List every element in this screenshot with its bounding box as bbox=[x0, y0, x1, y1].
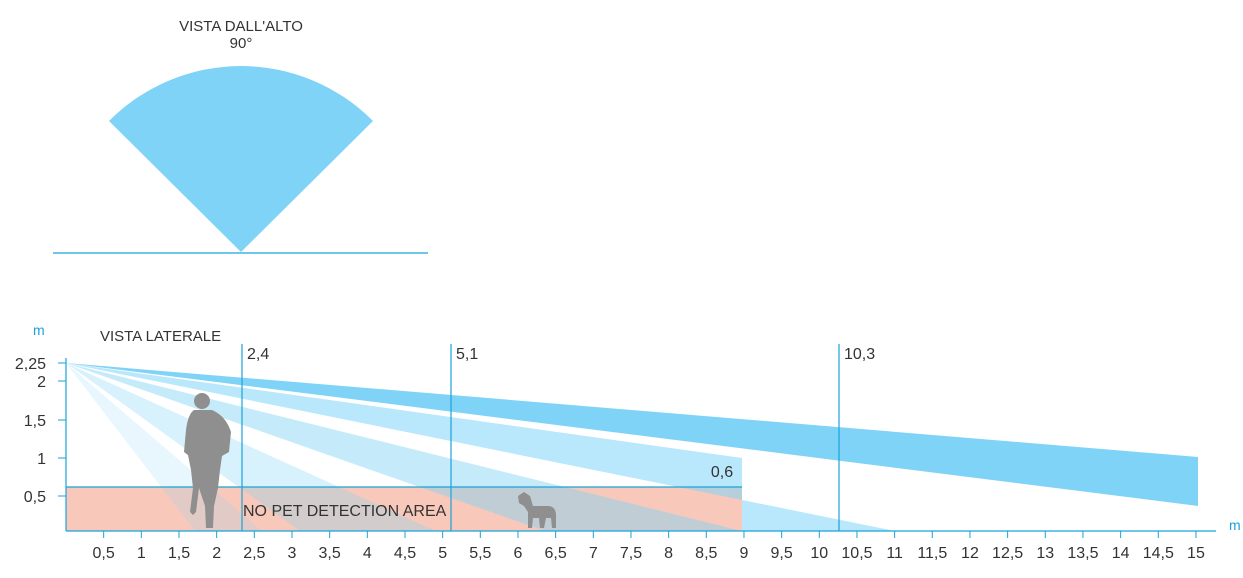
x-tick-label: 10,5 bbox=[841, 545, 872, 562]
x-tick-label: 1,5 bbox=[168, 545, 190, 562]
side-view-title: VISTA LATERALE bbox=[100, 328, 221, 345]
x-tick-label: 2 bbox=[212, 545, 221, 562]
x-tick-label: 8,5 bbox=[695, 545, 717, 562]
x-tick-label: 4 bbox=[363, 545, 372, 562]
y-ticks bbox=[58, 362, 66, 497]
x-tick-label: 0,5 bbox=[93, 545, 115, 562]
y-tick-label: 2 bbox=[37, 374, 46, 391]
x-tick-label: 7,5 bbox=[620, 545, 642, 562]
x-tick-label: 10 bbox=[810, 545, 828, 562]
x-tick-label: 8 bbox=[664, 545, 673, 562]
x-tick-label: 14,5 bbox=[1143, 545, 1174, 562]
x-tick-label: 13 bbox=[1036, 545, 1054, 562]
x-tick-label: 12,5 bbox=[992, 545, 1023, 562]
x-tick-label: 13,5 bbox=[1067, 545, 1098, 562]
dog-silhouette bbox=[518, 492, 556, 528]
beam-5 bbox=[66, 363, 1198, 506]
top-view-angle: 90° bbox=[230, 35, 253, 52]
x-tick-label: 3 bbox=[288, 545, 297, 562]
x-tick-label: 6,5 bbox=[545, 545, 567, 562]
x-tick-label: 3,5 bbox=[319, 545, 341, 562]
x-tick-label: 15 bbox=[1187, 545, 1205, 562]
beam-4 bbox=[66, 363, 895, 531]
y-tick-label: 2,25 bbox=[15, 356, 46, 373]
y-unit-label: m bbox=[33, 322, 45, 338]
marker-label-10-3: 10,3 bbox=[844, 346, 875, 363]
pet-height-label: 0,6 bbox=[711, 464, 733, 481]
top-view-coverage-fan bbox=[109, 66, 373, 252]
beam-2 bbox=[66, 363, 436, 531]
marker-label-2-4: 2,4 bbox=[247, 346, 269, 363]
x-tick-label: 11,5 bbox=[917, 545, 947, 562]
x-tick-label: 2,5 bbox=[243, 545, 265, 562]
x-tick-label: 12 bbox=[961, 545, 979, 562]
y-tick-label: 1 bbox=[37, 451, 46, 468]
person-silhouette bbox=[184, 393, 231, 528]
x-tick-label: 11 bbox=[886, 545, 903, 562]
x-tick-label: 5 bbox=[438, 545, 447, 562]
no-pet-detection-label: NO PET DETECTION AREA bbox=[243, 503, 447, 520]
x-unit-label: m bbox=[1229, 517, 1241, 533]
x-tick-label: 4,5 bbox=[394, 545, 416, 562]
marker-label-5-1: 5,1 bbox=[456, 346, 478, 363]
no-pet-zone bbox=[66, 487, 742, 531]
beam-3 bbox=[66, 363, 742, 531]
y-tick-label: 1,5 bbox=[24, 413, 46, 430]
top-view-title: VISTA DALL'ALTO bbox=[179, 18, 303, 35]
x-tick-label: 6 bbox=[514, 545, 523, 562]
y-tick-label: 0,5 bbox=[24, 489, 46, 506]
x-tick-label: 7 bbox=[589, 545, 598, 562]
x-tick-label: 1 bbox=[137, 545, 146, 562]
x-tick-label: 14 bbox=[1112, 545, 1130, 562]
x-tick-label: 5,5 bbox=[469, 545, 491, 562]
x-tick-label: 9,5 bbox=[771, 545, 793, 562]
x-tick-label: 9 bbox=[740, 545, 749, 562]
